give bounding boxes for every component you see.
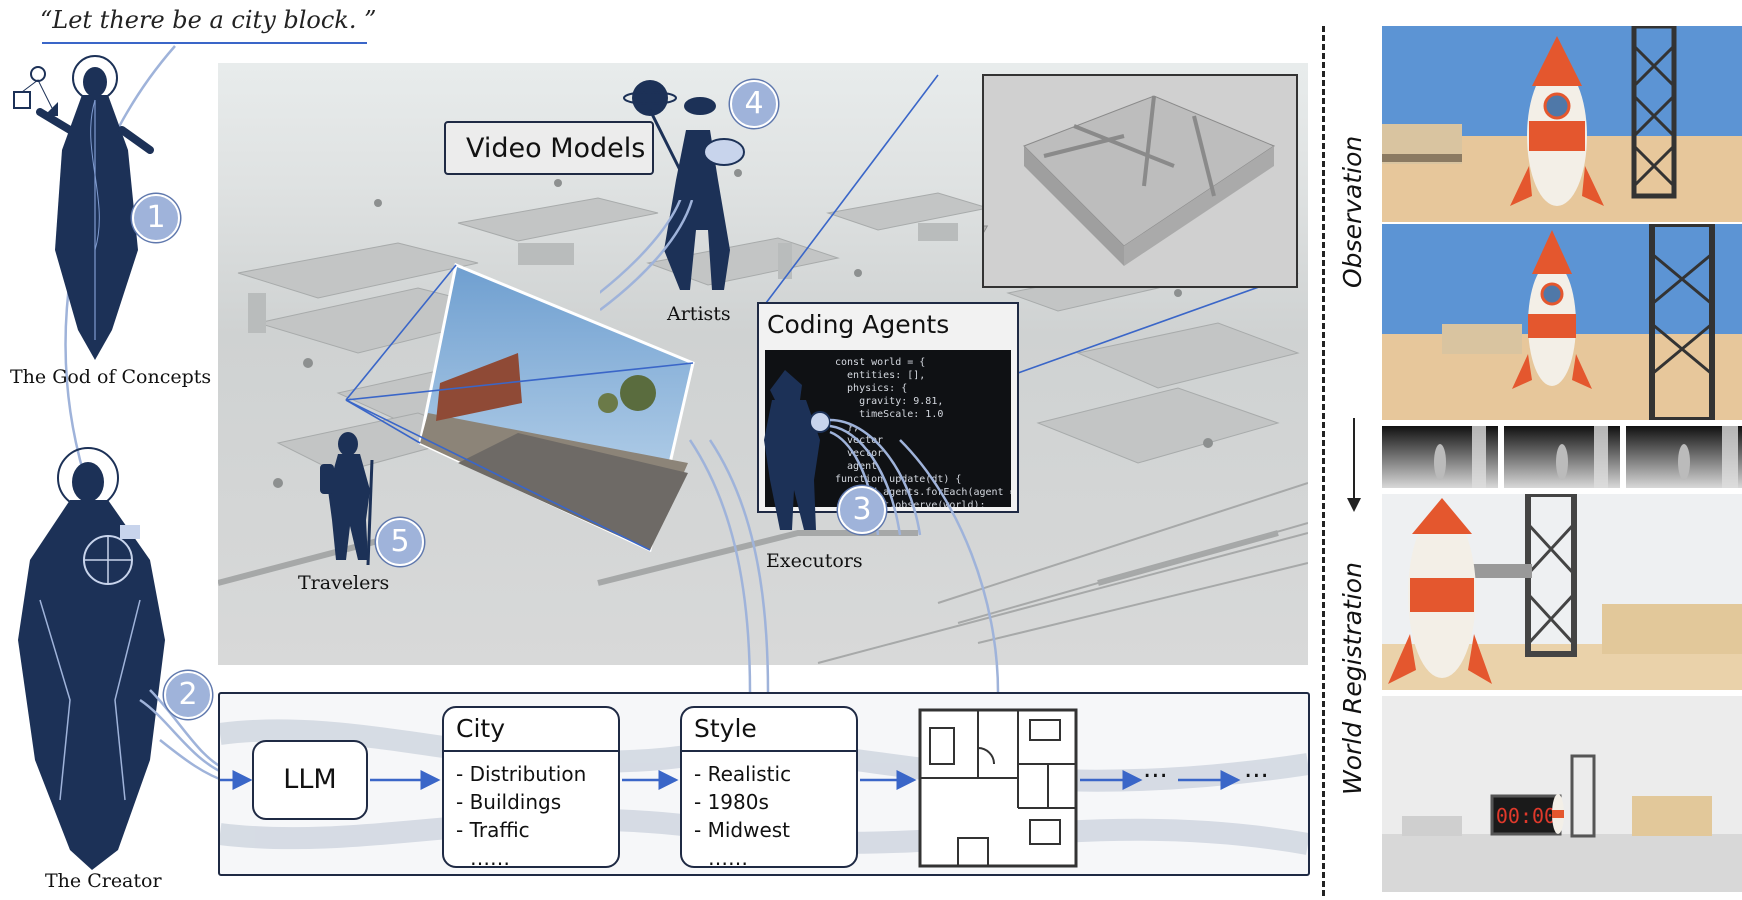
style-box: Style - Realistic - 1980s - Midwest …… <box>680 706 858 870</box>
code-line: physics: { <box>835 383 908 394</box>
observation-scene-2 <box>1382 224 1742 420</box>
code-line: entities: [], <box>835 370 926 381</box>
artist-figure <box>623 80 745 290</box>
left-figures-canvas <box>13 45 229 870</box>
city-title: City <box>456 714 505 743</box>
code-line: function update(dt) { <box>835 474 962 485</box>
coding-agents-box: Coding Agents const world = { entities: … <box>757 302 1019 513</box>
city-box: City - Distribution - Buildings - Traffi… <box>442 706 620 870</box>
creator-figure <box>18 447 165 870</box>
registration-image-2: 00:00 <box>1382 696 1742 892</box>
code-line: }, <box>835 422 860 433</box>
traveler-figure <box>320 432 374 566</box>
observation-label: Observation <box>1338 135 1367 288</box>
registration-image-1 <box>1382 494 1742 690</box>
artists-label: Artists <box>667 303 731 325</box>
coding-agents-label: Coding Agents <box>767 310 950 339</box>
city-items: - Distribution - Buildings - Traffic …… <box>456 760 586 872</box>
god-of-concepts-label: The God of Concepts <box>10 366 212 388</box>
code-line: const world = { <box>835 357 926 368</box>
god-of-concepts-figure <box>13 55 154 360</box>
city-more: …… <box>470 846 510 870</box>
step-badge-1: 1 <box>132 194 180 242</box>
style-title: Style <box>694 714 757 743</box>
city-item: - Traffic <box>456 818 530 842</box>
registration-scene-1 <box>1382 494 1742 690</box>
step-badge-2: 2 <box>164 671 212 719</box>
city-item: - Distribution <box>456 762 587 786</box>
city-item: - Buildings <box>456 790 562 814</box>
registration-scene-2: 00:00 <box>1382 696 1742 892</box>
step-badge-5: 5 <box>376 518 424 566</box>
code-line: timeScale: 1.0 <box>835 409 944 420</box>
executors-label: Executors <box>766 550 863 572</box>
code-lines: const world = { entities: [], physics: {… <box>835 356 1011 507</box>
style-item: - 1980s <box>694 790 769 814</box>
video-models-label-box: Video Models <box>444 121 654 175</box>
pipeline-arrows <box>220 770 1241 790</box>
floorplan-2d <box>918 708 1078 868</box>
style-item: - Midwest <box>694 818 791 842</box>
llm-box: LLM <box>252 740 368 820</box>
code-line: vector <box>835 435 884 446</box>
travelers-label: Travelers <box>298 572 390 594</box>
style-more: …… <box>708 846 748 870</box>
pipeline-ellipsis: ... <box>1143 754 1168 784</box>
world-registration-label: World Registration <box>1338 562 1367 795</box>
code-line: vector <box>835 448 884 459</box>
creator-label: The Creator <box>45 870 162 892</box>
clock-display: 00:00 <box>1496 804 1556 828</box>
depth-maps <box>1382 426 1742 488</box>
code-line: agent <box>835 461 878 472</box>
floorplan-3d-inset <box>928 74 1298 288</box>
observation-scene-1 <box>1382 26 1742 222</box>
depth-maps-strip <box>1382 426 1742 488</box>
style-item: - Realistic <box>694 762 792 786</box>
prompt-quote: “Let there be a city block. ” <box>40 6 377 34</box>
observation-image-2 <box>1382 224 1742 420</box>
code-line: agent.observe(world); <box>835 500 986 507</box>
video-models-label: Video Models <box>466 133 646 164</box>
section-divider <box>1322 26 1325 896</box>
llm-label: LLM <box>283 764 337 795</box>
step-badge-4: 4 <box>730 80 778 128</box>
code-line: gravity: 9.81, <box>835 396 944 407</box>
scene-flow-lines <box>600 200 1000 693</box>
pipeline-ellipsis: ... <box>1244 754 1269 784</box>
quote-underline <box>42 42 367 44</box>
step-badge-3: 3 <box>838 486 886 534</box>
creation-pipeline: LLM City - Distribution - Buildings - Tr… <box>218 692 1310 876</box>
style-title-rule <box>682 750 856 752</box>
down-arrow <box>1347 418 1361 512</box>
floorplan-3d-drawing <box>928 95 1276 266</box>
street-photo <box>418 262 695 553</box>
code-line: world.agents.forEach(agent => { <box>847 487 1011 498</box>
city-title-rule <box>444 750 618 752</box>
style-items: - Realistic - 1980s - Midwest …… <box>694 760 791 872</box>
observation-image-1 <box>1382 26 1742 222</box>
